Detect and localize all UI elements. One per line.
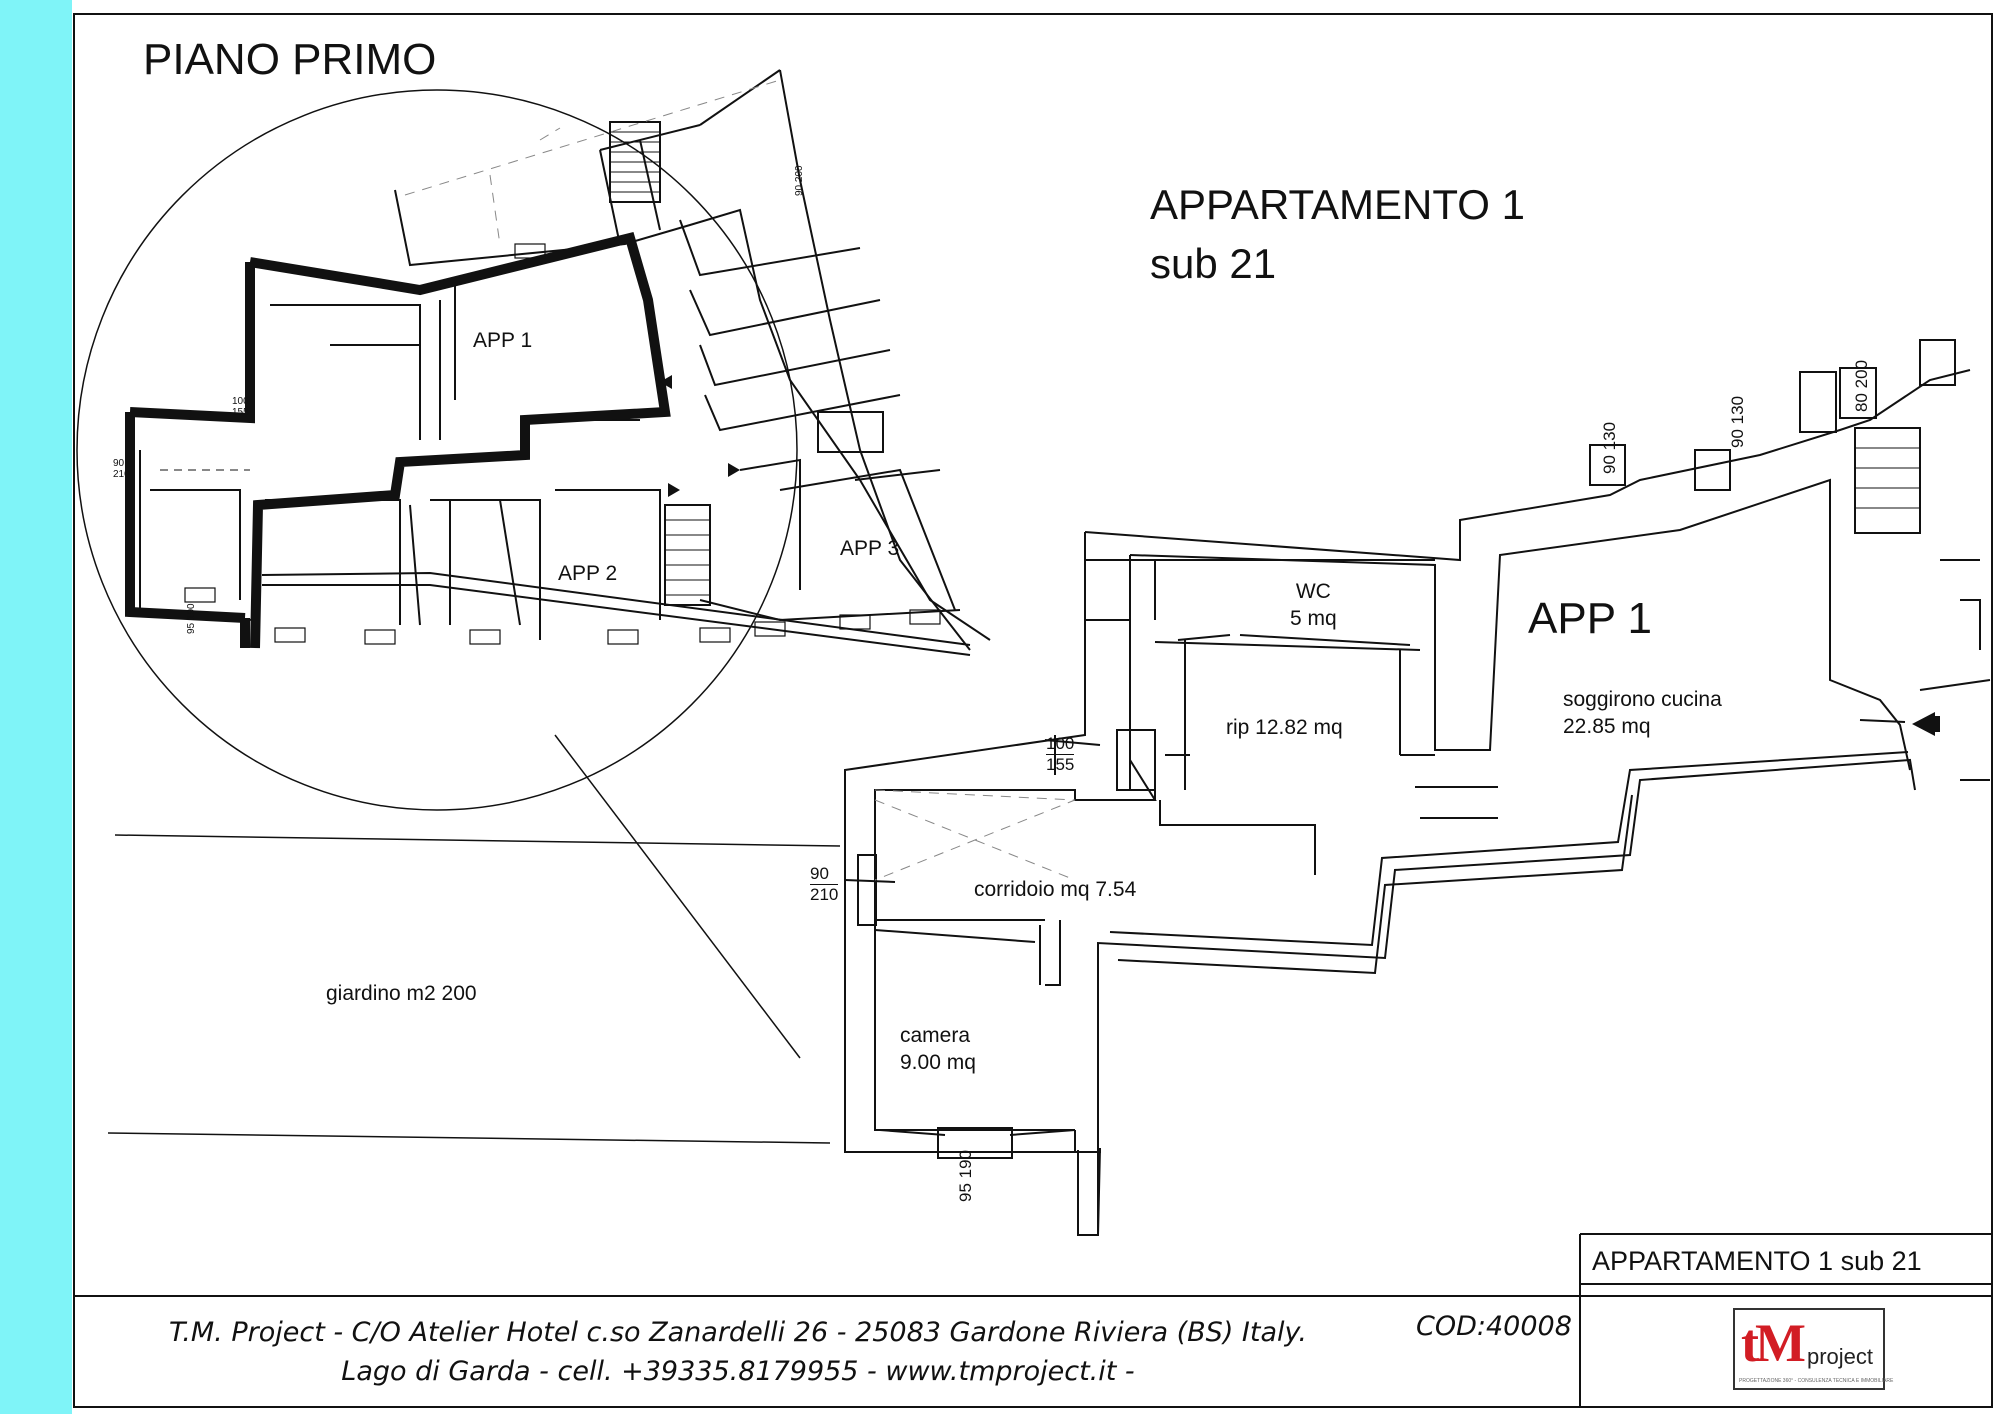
key-plan-dim-door2: 90 210 (113, 458, 130, 480)
heading-line-1: APPARTAMENTO 1 (1150, 181, 1525, 228)
window-c-height: 200 (1852, 359, 1871, 389)
door2-height: 210 (810, 885, 839, 905)
key-plan-dim-door1-w: 100 (232, 396, 249, 407)
room-camera-area: 9.00 mq (900, 1051, 976, 1075)
room-wc-name: WC (1295, 580, 1331, 603)
room-rip: rip 12.82 mq (1226, 716, 1343, 739)
app1-highlight-outline (249, 231, 671, 649)
key-plan-dim-window: 95 190 (186, 603, 197, 634)
key-plan-label-app1: APP 1 (473, 329, 533, 352)
window-camera-width: 95 (956, 1183, 975, 1202)
key-plan-dim-top-w: 90 (794, 184, 805, 196)
key-plan-dim-door1: 100 155 (232, 396, 249, 418)
door2-dimension: 90 210 (810, 864, 839, 906)
key-plan-dim-window-w: 95 (186, 622, 197, 634)
sheet-border (73, 13, 1993, 1408)
window-camera-height: 190 (956, 1149, 975, 1179)
key-plan-dim-top: 90 200 (794, 165, 805, 196)
room-wc: WC 5 mq (1290, 578, 1337, 633)
drawing-heading: APPARTAMENTO 1 sub 21 (1150, 176, 1525, 294)
window-c-width: 80 (1852, 393, 1871, 412)
garden-label: giardino m2 200 (326, 982, 477, 1005)
logo-tagline: PROGETTAZIONE 360° - CONSULENZA TECNICA … (1739, 1378, 1894, 1384)
app1-detail-plan (844, 339, 1991, 1236)
entrance-arrow (1912, 712, 1935, 736)
door1-dimension: 100 155 (1046, 734, 1075, 776)
detail-leader-line (554, 734, 801, 1059)
key-plan-label-app3: APP 3 (840, 537, 900, 560)
garden-lines (107, 834, 841, 1144)
company-logo: tM project PROGETTAZIONE 360° - CONSULEN… (1733, 1308, 1894, 1390)
company-address: T.M. Project - C/O Atelier Hotel c.so Za… (138, 1313, 1338, 1391)
window-a-height: 130 (1600, 421, 1619, 451)
key-plan-dim-door1-h: 155 (232, 407, 249, 418)
room-wc-area: 5 mq (1290, 607, 1337, 631)
room-soggiorno-area: 22.85 mq (1563, 715, 1651, 739)
room-soggiorno-name: soggirono cucina (1563, 688, 1722, 711)
address-line-1: T.M. Project - C/O Atelier Hotel c.so Za… (169, 1317, 1307, 1348)
heading-line-2: sub 21 (1150, 239, 1277, 287)
title-block-label: APPARTAMENTO 1 sub 21 (1592, 1246, 1922, 1276)
room-corridoio: corridoio mq 7.54 (974, 878, 1137, 901)
window-a-dimension: 90 130 (1600, 422, 1620, 474)
app1-unit-label: APP 1 (1528, 594, 1652, 643)
key-plan-dim-door2-h: 210 (113, 469, 130, 480)
logo-mark: tM (1741, 1313, 1806, 1373)
room-camera-name: camera (900, 1024, 971, 1047)
key-plan-dim-top-h: 200 (794, 165, 805, 183)
door1-height: 155 (1046, 755, 1075, 775)
key-plan-walls (139, 69, 991, 656)
left-color-stripe (0, 0, 72, 1414)
room-camera: camera 9.00 mq (900, 1022, 976, 1077)
key-plan-label-app2: APP 2 (558, 562, 618, 585)
key-plan-dim-door2-w: 90 (113, 458, 125, 469)
drawing-code: COD:40008 (1416, 1311, 1572, 1342)
window-a-width: 90 (1600, 455, 1619, 474)
logo-word: project (1807, 1344, 1874, 1369)
room-soggiorno: soggirono cucina 22.85 mq (1563, 686, 1722, 741)
window-camera-dimension: 95 190 (956, 1150, 976, 1202)
address-line-2: Lago di Garda - cell. +39335.8179955 - w… (341, 1356, 1135, 1388)
door1-width: 100 (1046, 734, 1075, 756)
window-b-width: 90 (1728, 429, 1747, 448)
window-b-dimension: 90 130 (1728, 396, 1748, 448)
key-plan-inset (76, 69, 991, 1059)
key-plan-circle (76, 89, 798, 811)
floor-title: PIANO PRIMO (143, 35, 437, 84)
key-plan-dim-window-h: 190 (186, 603, 197, 621)
window-c-dimension: 80 200 (1852, 360, 1872, 412)
door2-width: 90 (810, 864, 839, 886)
window-b-height: 130 (1728, 395, 1747, 425)
